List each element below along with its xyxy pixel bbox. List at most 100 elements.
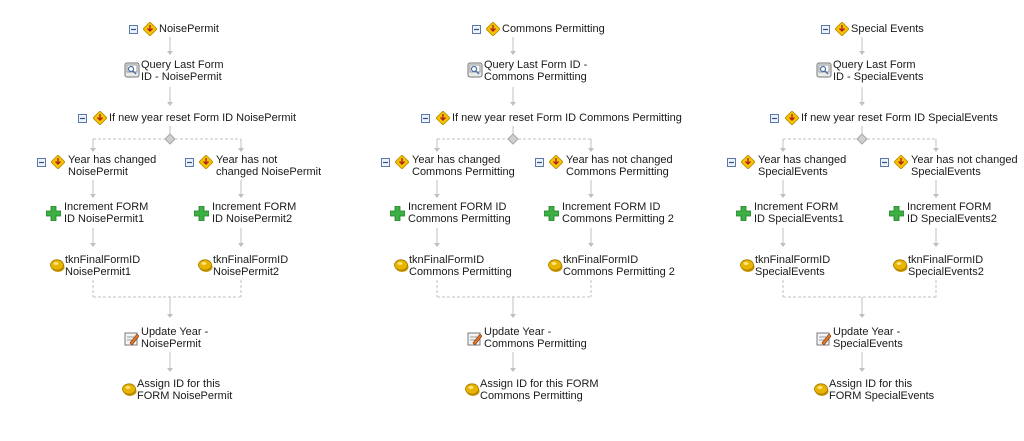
branch-year-not-changed-line: Year has not changed — [566, 154, 673, 166]
assign-id-activity-line: Assign ID for this — [829, 378, 913, 390]
branch-changed-icon — [50, 154, 66, 170]
sequence-title[interactable]: NoisePermit — [159, 23, 219, 35]
sequence-title[interactable]: Special Events — [851, 23, 924, 35]
assign-id-activity-line: FORM NoisePermit — [137, 390, 233, 402]
update-year-activity-line: NoisePermit — [141, 338, 201, 350]
arrow-head — [780, 243, 786, 247]
branch-year-changed-line: Year has changed — [758, 154, 847, 166]
token-changed-activity-line: tknFinalFormID — [755, 254, 831, 266]
increment-changed-activity-line: Increment FORM ID — [408, 201, 507, 213]
arrow-head — [238, 148, 244, 152]
token-not-changed-activity-line: tknFinalFormID — [213, 254, 289, 266]
assign-token-icon — [465, 382, 480, 397]
collapse-toggle-icon[interactable] — [727, 158, 736, 167]
update-year-activity-line: Commons Permitting — [484, 338, 587, 350]
collapse-toggle-icon[interactable] — [880, 158, 889, 167]
update-year-activity[interactable]: Update Year -SpecialEvents — [833, 326, 903, 350]
arrow-head — [933, 194, 939, 198]
branch-year-not-changed-line: changed NoisePermit — [216, 166, 322, 178]
branch-not-changed-icon — [548, 154, 564, 170]
arrow-head — [859, 51, 865, 55]
branch-year-changed-line: SpecialEvents — [758, 166, 828, 178]
collapse-toggle-icon[interactable] — [535, 158, 544, 167]
arrow-head — [167, 314, 173, 318]
query-activity-line: ID - NoisePermit — [141, 71, 222, 83]
increment-plus-icon — [735, 205, 752, 222]
arrow-head — [859, 368, 865, 372]
assign-id-activity-line: FORM SpecialEvents — [829, 390, 935, 402]
query-activity-line: Query Last Form — [141, 59, 224, 71]
branch-year-changed-line: NoisePermit — [68, 166, 128, 178]
assign-id-activity-line: Assign ID for this — [137, 378, 221, 390]
branch-not-changed-icon — [198, 154, 214, 170]
increment-plus-icon — [45, 205, 62, 222]
increment-not-changed-activity-line: Increment FORM ID — [562, 201, 661, 213]
condition-activity[interactable]: If new year reset Form ID NoisePermit — [109, 112, 297, 124]
arrow-head — [780, 194, 786, 198]
arrow-head — [510, 102, 516, 106]
branch-year-not-changed-line: Year has not — [216, 154, 278, 166]
sequence-title[interactable]: Commons Permitting — [502, 23, 605, 35]
update-edit-icon — [467, 331, 483, 346]
arrow-head — [859, 102, 865, 106]
update-year-activity-line: Update Year - — [141, 326, 209, 338]
update-year-activity[interactable]: Update Year -Commons Permitting — [484, 326, 587, 350]
arrow-head — [434, 194, 440, 198]
collapse-toggle-icon[interactable] — [381, 158, 390, 167]
increment-not-changed-activity-line: Increment FORM — [212, 201, 297, 213]
collapse-toggle-icon[interactable] — [37, 158, 46, 167]
token-not-changed-activity-line: tknFinalFormID — [908, 254, 984, 266]
collapse-toggle-icon[interactable] — [129, 25, 138, 34]
token-not-changed-activity-line: tknFinalFormID — [563, 254, 639, 266]
update-year-activity[interactable]: Update Year -NoisePermit — [141, 326, 208, 350]
condition-activity[interactable]: If new year reset Form ID Commons Permit… — [452, 112, 682, 124]
sequence-header-icon — [485, 21, 501, 37]
assign-token-icon — [814, 382, 829, 397]
arrow-head — [90, 148, 96, 152]
token-changed-activity-line: tknFinalFormID — [65, 254, 141, 266]
collapse-toggle-icon[interactable] — [770, 114, 779, 123]
collapse-toggle-icon[interactable] — [78, 114, 87, 123]
branch-changed-icon — [740, 154, 756, 170]
collapse-toggle-icon[interactable] — [421, 114, 430, 123]
collapse-toggle-icon[interactable] — [185, 158, 194, 167]
query-activity-line: ID - SpecialEvents — [833, 71, 924, 83]
join-diamond — [507, 133, 519, 145]
increment-changed-activity-line: ID NoisePermit1 — [64, 213, 145, 225]
branch-year-changed-line: Year has changed — [412, 154, 501, 166]
condition-diamond-icon — [92, 110, 108, 126]
query-activity[interactable]: Query Last Form ID -Commons Permitting — [484, 59, 587, 83]
collapse-toggle-icon[interactable] — [472, 25, 481, 34]
collapse-toggle-icon[interactable] — [821, 25, 830, 34]
arrow-head — [510, 314, 516, 318]
update-year-activity-line: Update Year - — [833, 326, 901, 338]
token-changed-icon — [50, 258, 65, 273]
arrow-head — [588, 194, 594, 198]
condition-activity[interactable]: If new year reset Form ID SpecialEvents — [801, 112, 998, 124]
